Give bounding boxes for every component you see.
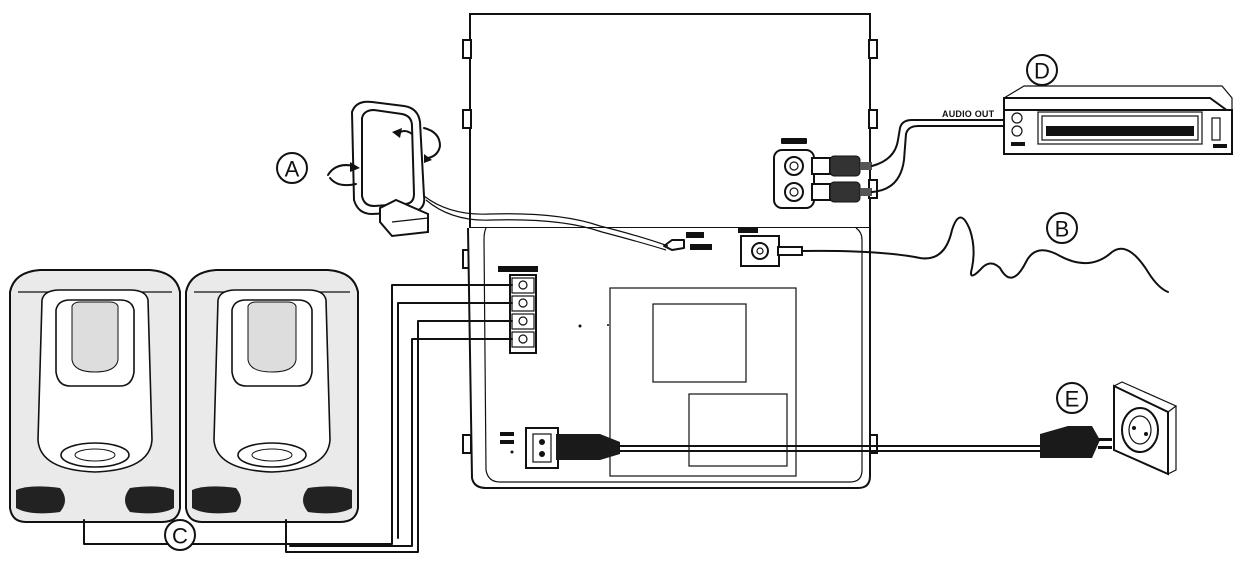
svg-text:C: C — [172, 524, 188, 549]
am-loop-aerial — [327, 100, 669, 251]
svg-text:A: A — [285, 157, 300, 182]
svg-text:D: D — [1034, 59, 1050, 84]
audio-out-label: AUDIO OUT — [942, 109, 995, 119]
speaker-terminals — [498, 266, 538, 354]
speaker-wires — [83, 284, 513, 553]
speaker-left — [9, 269, 181, 523]
callout-e: E — [1056, 382, 1088, 414]
ac-mains-socket — [500, 427, 559, 469]
svg-text:B: B — [1055, 217, 1070, 242]
fm-aerial-socket — [738, 228, 803, 267]
speaker-right — [185, 269, 359, 523]
aux-in-sockets — [773, 119, 1005, 209]
am-aerial-connector — [663, 232, 712, 251]
callout-c: C — [164, 519, 196, 551]
callout-d: D — [1026, 54, 1058, 86]
wall-socket — [1113, 381, 1178, 476]
external-device: AUDIO OUT — [942, 85, 1233, 155]
svg-text:E: E — [1065, 387, 1080, 412]
fm-wire-aerial — [801, 216, 1169, 293]
callout-b: B — [1046, 212, 1078, 244]
main-unit — [462, 13, 878, 489]
mains-cable — [556, 426, 1112, 460]
rca-plugs — [811, 155, 872, 203]
callout-a: A — [276, 152, 308, 184]
